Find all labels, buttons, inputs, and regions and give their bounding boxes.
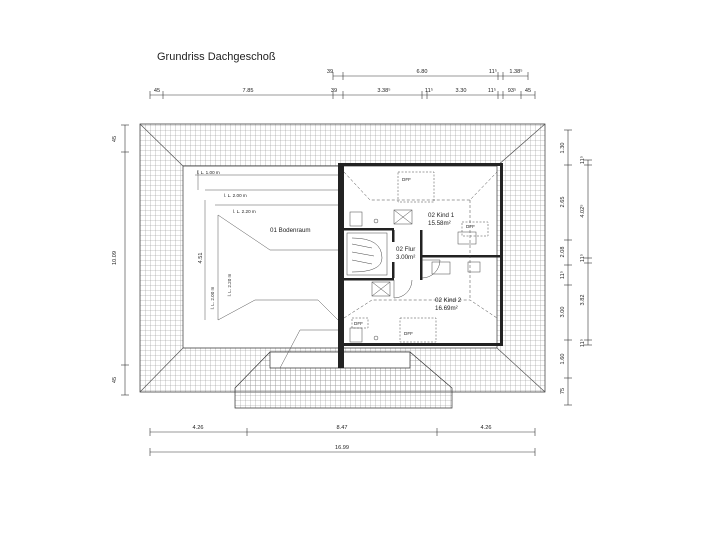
dim-l39: 39: [331, 88, 337, 94]
dim-o402: 4.02⁵: [579, 204, 586, 217]
dff-4: DFF: [354, 321, 363, 326]
attic-lines: [195, 170, 339, 369]
room-kind2-area: 16.69m²: [435, 305, 458, 312]
room-kind1-name: 02 Kind 1: [428, 212, 455, 219]
dim-t138: 1.38⁵: [509, 68, 522, 75]
dim-b426b: 4.26: [481, 425, 492, 431]
room-kind1-area: 15.58m²: [428, 220, 451, 227]
dim-o11c: 11⁵: [579, 339, 586, 347]
dff-3: DFF: [404, 331, 413, 336]
room-flur-area: 3.00m²: [396, 254, 415, 261]
dim-l785: 7.85: [243, 88, 254, 94]
dim-r130: 1.30: [560, 143, 566, 154]
dim-r160: 1.60: [560, 354, 566, 365]
walls: [338, 163, 503, 368]
room-labels: 01 Bodenraum 02 Kind 1 15.58m² 02 Flur 3…: [270, 212, 462, 312]
dim-l45b: 45: [525, 88, 531, 94]
dim-r300: 3.00: [560, 307, 566, 318]
dim-t115a: 11⁵: [489, 68, 497, 75]
note-lh220v: l. L. 2.20 m: [227, 273, 232, 296]
room-flur-name: 02 Flur: [396, 246, 415, 253]
room-kind2-name: 02 Kind 2: [435, 297, 462, 304]
dim-b847: 8.47: [337, 425, 348, 431]
annotations: l. L. 1.00 m l. L. 2.00 m l. L. 2.20 m l…: [197, 170, 475, 336]
dimension-labels: 39 6.80 11⁵ 1.38⁵ 45 7.85 39 3.38⁵ 11⁵ 3…: [112, 68, 586, 451]
dim-o11b: 11⁵: [579, 254, 586, 262]
dim-r75: 75: [560, 388, 566, 394]
dim-r208: 2.08: [560, 247, 566, 258]
dimension-lines: [121, 72, 592, 456]
dim-l115c: 11⁵: [488, 87, 496, 94]
dim-t39: 39: [327, 69, 333, 75]
dim-total: 16.99: [335, 445, 349, 451]
note-lh100: l. L. 1.00 m: [197, 170, 220, 175]
dim-r11a: 11⁵: [559, 271, 566, 279]
dim-b426a: 4.26: [193, 425, 204, 431]
dim-l93: 93⁵: [508, 87, 517, 94]
dim-o11a: 11⁵: [579, 156, 586, 164]
dim-v1009: 10.09: [112, 251, 118, 265]
dim-l338: 3.38⁵: [377, 87, 390, 94]
dim-o382: 3.82: [580, 295, 586, 306]
dim-l115b: 11⁵: [425, 87, 433, 94]
dim-v45a: 45: [112, 136, 118, 142]
note-lh200: l. L. 2.00 m: [224, 193, 247, 198]
note-d451: 4.51: [198, 253, 204, 264]
dim-v45b: 45: [112, 377, 118, 383]
interior-details: [343, 171, 498, 343]
dim-t680: 6.80: [417, 69, 428, 75]
dim-l45a: 45: [154, 88, 160, 94]
plan-title: Grundriss Dachgeschoß: [157, 51, 276, 63]
note-lh220: l. L. 2.20 m: [233, 209, 256, 214]
dff-2: DFF: [466, 224, 475, 229]
dff-1: DFF: [402, 177, 411, 182]
room-bodenraum: 01 Bodenraum: [270, 227, 311, 234]
dim-r265: 2.65: [560, 197, 566, 208]
dim-l330: 3.30: [456, 88, 467, 94]
note-lh200v: l. L. 2.00 m: [210, 286, 215, 309]
